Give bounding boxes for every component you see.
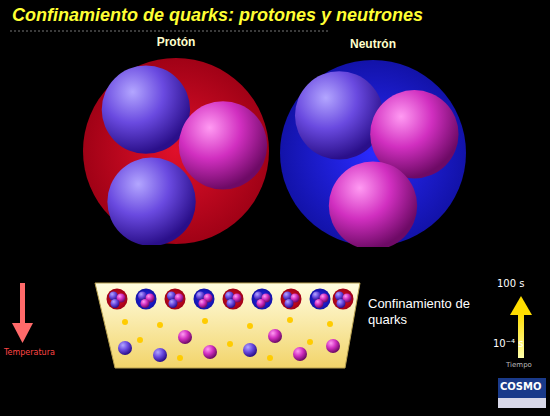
logo-box bbox=[498, 378, 546, 408]
logo-text: COSMO bbox=[500, 381, 542, 393]
neutron-circle: Neutrón bbox=[279, 59, 467, 247]
nucleon-row bbox=[107, 289, 354, 310]
quark-sphere bbox=[102, 65, 190, 153]
quark-tray bbox=[95, 283, 360, 368]
nucleon-drawing bbox=[82, 57, 270, 245]
logo-band bbox=[498, 398, 546, 408]
title-rule bbox=[10, 31, 330, 32]
particle-heading: Protón bbox=[82, 35, 270, 49]
time-label: Tiempo bbox=[506, 361, 532, 369]
free-particles bbox=[118, 317, 340, 362]
quark-sphere bbox=[107, 158, 195, 245]
quark-sphere bbox=[179, 101, 267, 189]
time-value: 10⁻⁴ s bbox=[493, 338, 523, 350]
proton-circle: Protón bbox=[82, 57, 270, 245]
nucleon-drawing bbox=[279, 59, 467, 247]
temperature-arrow bbox=[12, 283, 33, 343]
quark-sphere bbox=[329, 161, 417, 247]
time-value: 100 s bbox=[497, 278, 524, 290]
temperature-label: Temperatura bbox=[4, 348, 55, 358]
quark-sphere bbox=[295, 71, 383, 159]
slide-title: Confinamiento de quarks: protones y neut… bbox=[12, 5, 423, 26]
particle-heading: Neutrón bbox=[279, 37, 467, 51]
confinement-label: Confinamiento de quarks bbox=[368, 296, 478, 327]
